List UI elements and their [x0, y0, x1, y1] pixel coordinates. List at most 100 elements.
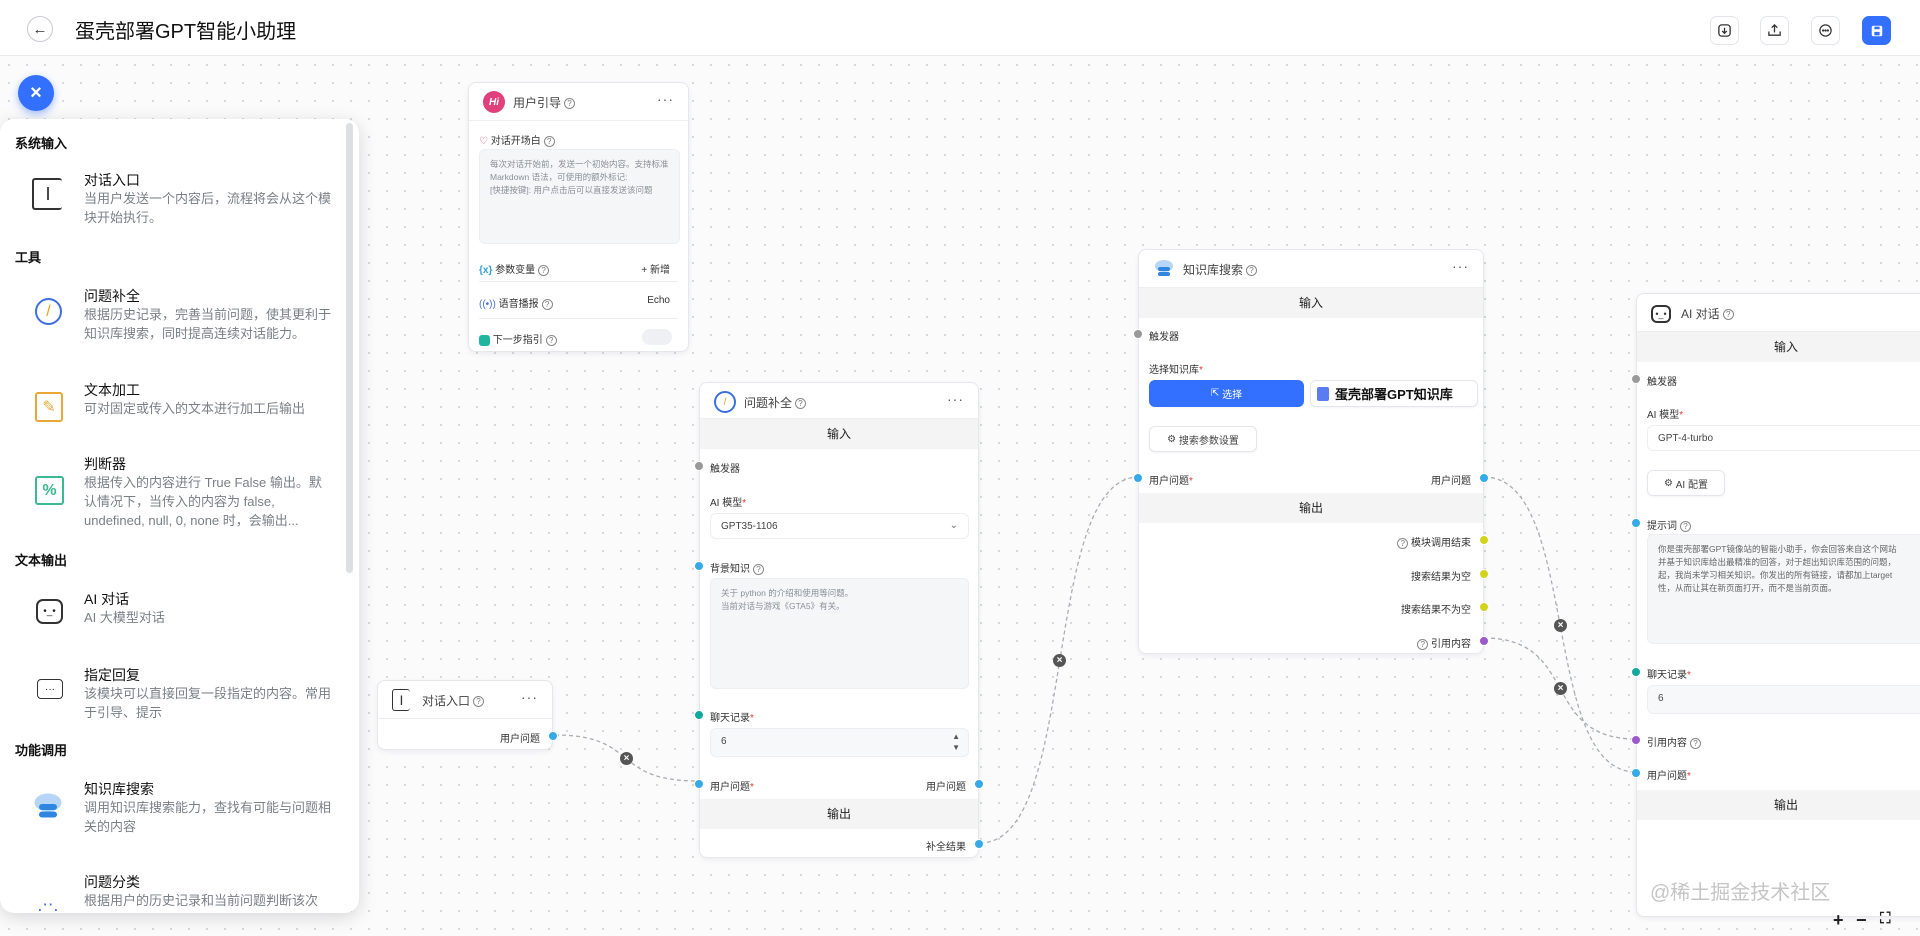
background-label: 背景知识? — [710, 560, 764, 575]
gear-icon: ⚙ — [1167, 433, 1179, 445]
model-label: AI 模型* — [710, 498, 747, 509]
export-button[interactable] — [1760, 16, 1789, 45]
import-icon — [1718, 24, 1731, 37]
finish-handle[interactable] — [1479, 535, 1489, 545]
module-title: 文本加工 — [84, 382, 140, 398]
question-input-handle[interactable] — [694, 779, 704, 789]
output-quote-label: ? 引用内容 — [1414, 635, 1471, 650]
edit-doc-icon: ✎ — [35, 392, 63, 422]
database-icon — [32, 791, 64, 823]
question-input-label: 用户问题* — [1647, 771, 1691, 782]
question-input-handle[interactable] — [1631, 768, 1641, 778]
question-output-handle[interactable] — [974, 779, 984, 789]
trigger-handle[interactable] — [694, 461, 704, 471]
background-textarea[interactable]: 关于 python 的介绍和使用等问题。 当前对话与游戏《GTA5》有关。 — [710, 578, 969, 689]
module-panel: 系统输入 I 对话入口 当用户发送一个内容后，流程将会从这个模块开始执行。 工具… — [0, 119, 359, 913]
export-icon — [1768, 23, 1781, 36]
node-kb-search[interactable]: 知识库搜索? ··· 输入 触发器 选择知识库* ⇱ 选择 蛋壳部署GPT知识库… — [1133, 249, 1489, 654]
zoom-out-button[interactable]: − — [1856, 910, 1867, 930]
module-desc: 可对固定或传入的文本进行加工后输出 — [84, 401, 306, 416]
model-select[interactable]: GPT-4-turbo — [1647, 425, 1920, 451]
help-icon[interactable]: ? — [543, 135, 555, 147]
quote-handle[interactable] — [1479, 636, 1489, 646]
help-icon[interactable]: ? — [1722, 309, 1734, 321]
cursor-icon: ⇱ — [1210, 388, 1223, 399]
module-item-ai-chat[interactable]: •_• AI 对话 AI 大模型对话 — [0, 589, 345, 634]
search-params-button[interactable]: ⚙ 搜索参数设置 — [1149, 426, 1257, 452]
module-item-question-complete[interactable]: / 问题补全 根据历史记录，完善当前问题，使其更利于知识库搜索，同时提高连续对话… — [0, 286, 345, 346]
more-icon[interactable]: ··· — [521, 689, 538, 705]
module-title: 问题分类 — [84, 874, 140, 890]
more-icon[interactable]: ··· — [947, 391, 964, 407]
close-panel-button[interactable]: × — [18, 75, 54, 111]
node-title: 问题补全? — [744, 394, 807, 411]
next-guide-toggle[interactable] — [642, 329, 672, 345]
output-section-bar: 输出 — [1139, 493, 1483, 523]
delete-edge-button[interactable]: × — [1554, 682, 1567, 695]
node-header: I 对话入口? ··· — [378, 681, 552, 719]
prompt-textarea[interactable]: 你是蛋壳部署GPT镜像站的智能小助手，你会回答来自这个网站 并基于知识库给出最精… — [1647, 534, 1920, 644]
more-icon[interactable]: ··· — [1452, 258, 1469, 274]
module-title: 对话入口 — [84, 172, 140, 188]
not-empty-handle[interactable] — [1479, 602, 1489, 612]
background-handle[interactable] — [694, 561, 704, 571]
node-question-complete[interactable]: / 问题补全? ··· 输入 触发器 AI 模型* GPT35-1106⌄ 背景… — [694, 382, 984, 858]
module-item-chat-entry[interactable]: I 对话入口 当用户发送一个内容后，流程将会从这个模块开始执行。 — [0, 170, 345, 230]
node-ai-chat[interactable]: •_• AI 对话? 输入 触发器 AI 模型* GPT-4-turbo ⚙ A… — [1631, 293, 1920, 917]
stepper-arrows-icon[interactable]: ▲▼ — [952, 732, 960, 752]
trigger-label: 触发器 — [710, 464, 740, 475]
trigger-handle[interactable] — [1631, 374, 1641, 384]
ai-config-button[interactable]: ⚙ AI 配置 — [1647, 470, 1725, 496]
divider — [479, 281, 678, 282]
empty-handle[interactable] — [1479, 569, 1489, 579]
select-kb-button[interactable]: ⇱ 选择 — [1149, 380, 1304, 407]
trigger-handle[interactable] — [1133, 329, 1143, 339]
tts-select[interactable]: Echo — [647, 295, 670, 306]
help-icon[interactable]: ? — [473, 696, 485, 708]
node-user-guide[interactable]: Hi 用户引导? ··· ♡ 对话开场白? 每次对话开始前，发送一个初始内容。支… — [468, 82, 689, 352]
delete-edge-button[interactable]: × — [1053, 654, 1066, 667]
chat-test-button[interactable] — [1811, 16, 1840, 45]
module-item-kb-search[interactable]: 知识库搜索 调用知识库搜索能力，查找有可能与问题相关的内容 — [0, 779, 345, 839]
trigger-label: 触发器 — [1647, 377, 1677, 388]
prompt-handle[interactable] — [1631, 518, 1641, 528]
help-icon[interactable]: ? — [564, 98, 576, 110]
quote-input-handle[interactable] — [1631, 735, 1641, 745]
back-button[interactable]: ← — [27, 16, 53, 42]
history-handle[interactable] — [1631, 667, 1641, 677]
module-desc: 根据用户的历史记录和当前问题判断该次 — [84, 893, 319, 908]
guide-icon — [479, 334, 490, 346]
selected-kb-chip[interactable]: 蛋壳部署GPT知识库 — [1310, 380, 1478, 407]
scrollbar[interactable] — [346, 123, 353, 573]
input-section-bar: 输入 — [1139, 288, 1483, 318]
question-output-handle[interactable] — [1479, 473, 1489, 483]
opening-textarea[interactable]: 每次对话开始前，发送一个初始内容。支持标准 Markdown 语法，可使用的额外… — [479, 149, 680, 244]
import-button[interactable] — [1710, 16, 1739, 45]
module-title: 判断器 — [84, 456, 126, 472]
delete-edge-button[interactable]: × — [1554, 619, 1567, 632]
help-icon[interactable]: ? — [795, 398, 807, 410]
fit-view-button[interactable]: ⛶ — [1880, 910, 1891, 927]
node-chat-entry[interactable]: I 对话入口? ··· 用户问题 — [377, 680, 558, 750]
zoom-in-button[interactable]: + — [1833, 910, 1844, 930]
save-button[interactable] — [1862, 16, 1891, 45]
module-item-reply[interactable]: ··· 指定回复 该模块可以直接回复一段指定的内容。常用于引导、提示 — [0, 665, 345, 725]
add-variable-button[interactable]: + 新增 — [641, 265, 670, 276]
module-item-classify[interactable]: ⋰⋱ 问题分类 根据用户的历史记录和当前问题判断该次 — [0, 872, 345, 913]
output-section-bar: 输出 — [1637, 790, 1920, 820]
section-title: 系统输入 — [15, 136, 68, 151]
result-output-handle[interactable] — [974, 839, 984, 849]
history-number-input[interactable]: 6▲▼ — [710, 728, 969, 757]
help-icon[interactable]: ? — [1246, 265, 1258, 277]
help-icon: ? — [1397, 537, 1409, 549]
delete-edge-button[interactable]: × — [620, 752, 633, 765]
model-select[interactable]: GPT35-1106⌄ — [710, 513, 969, 539]
more-icon[interactable]: ··· — [657, 91, 674, 107]
module-item-text-edit[interactable]: ✎ 文本加工 可对固定或传入的文本进行加工后输出 — [0, 380, 345, 425]
output-handle[interactable] — [548, 731, 558, 741]
history-number-input[interactable]: 6 — [1647, 685, 1920, 714]
module-title: AI 对话 — [84, 591, 130, 607]
module-item-condition[interactable]: % 判断器 根据传入的内容进行 True False 输出。默认情况下，当传入的… — [0, 454, 345, 534]
history-handle[interactable] — [694, 710, 704, 720]
question-input-handle[interactable] — [1133, 473, 1143, 483]
